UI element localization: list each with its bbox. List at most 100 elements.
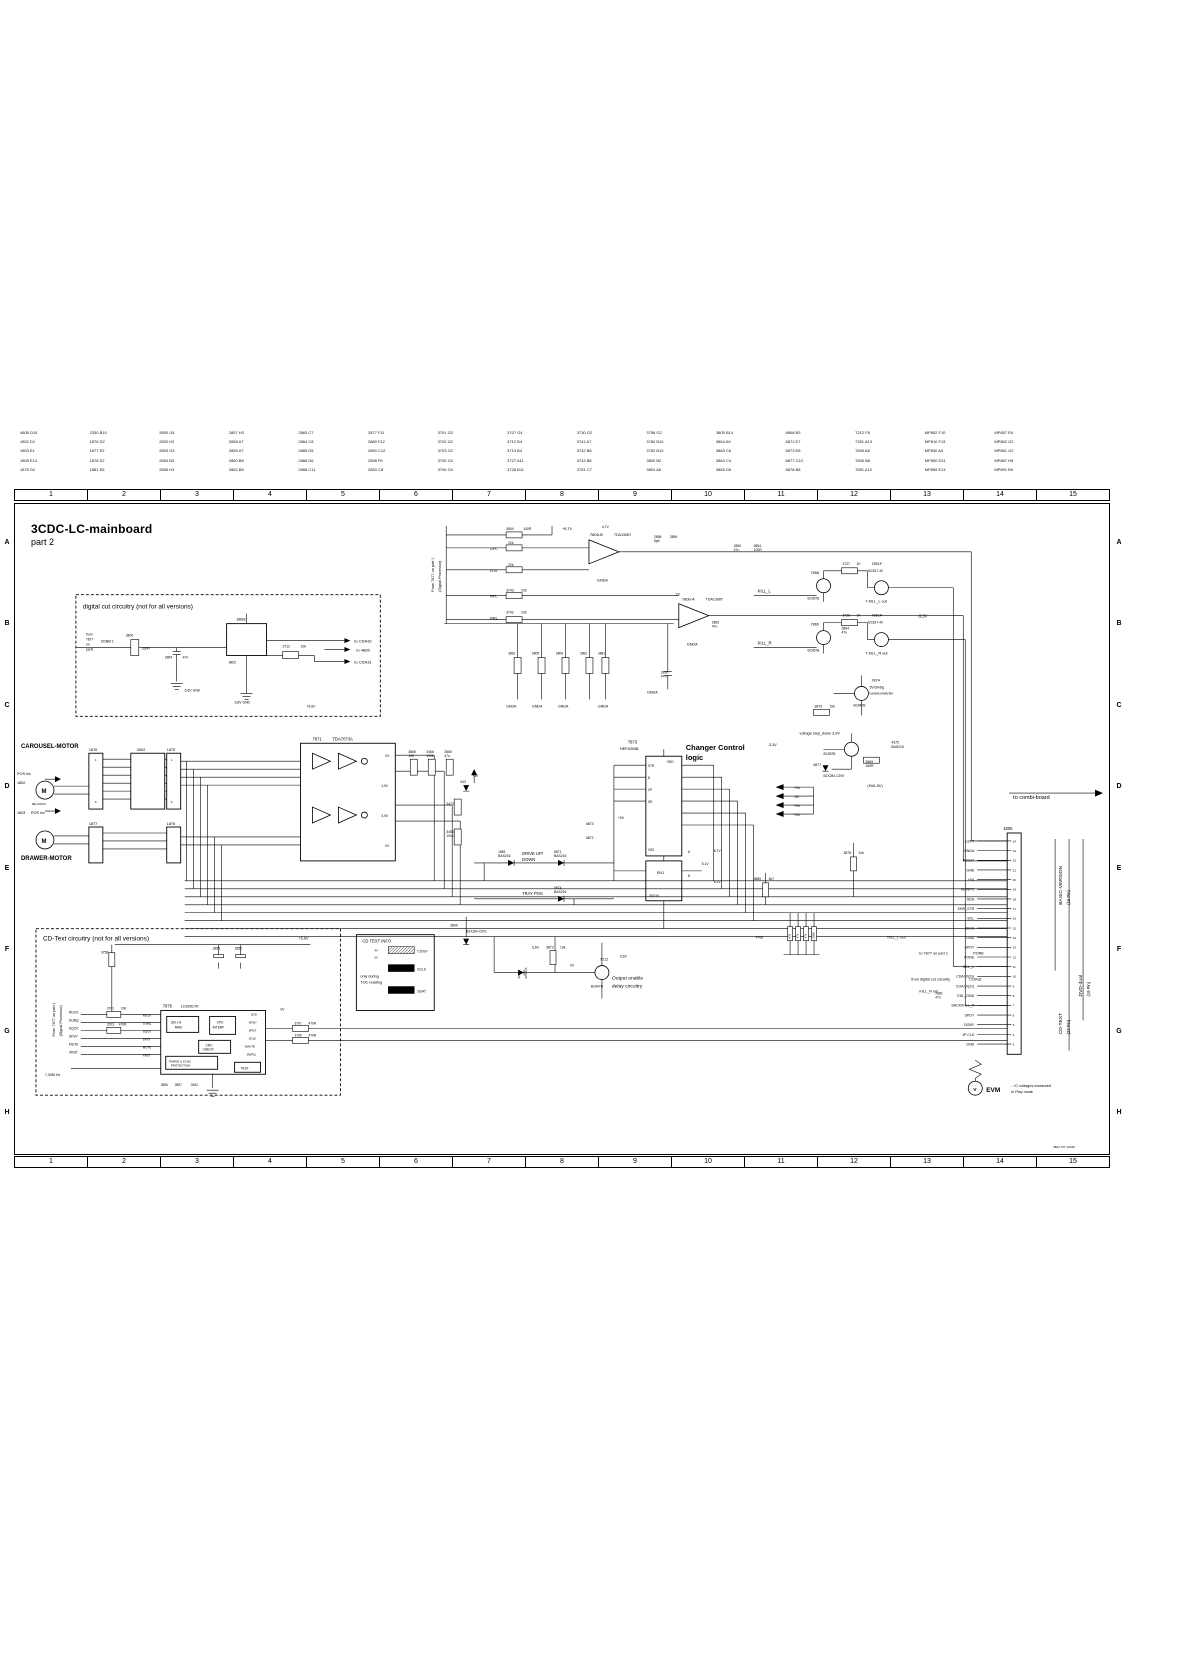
partlist-entry: 6873 E8 <box>785 448 801 454</box>
schematic-label: KILL_L out <box>887 936 906 940</box>
grid-column-number: 9 <box>599 1157 672 1167</box>
schematic-label: 4822 727 12345 <box>1053 1145 1075 1149</box>
partlist-entry: 3864 C4 <box>715 457 732 463</box>
schematic-label: 6806 <box>556 652 563 656</box>
schematic-label: 4,9V <box>381 784 388 788</box>
schematic-label: TEST <box>241 1066 249 1070</box>
partlist-entry: 2854 B3 <box>159 457 175 463</box>
schematic-label: 3804 <box>506 527 514 531</box>
schematic-label: 6805 <box>532 652 539 656</box>
schematic-label: 47u <box>734 548 740 552</box>
schematic-label: 7861F <box>871 614 882 618</box>
schematic-label: 3712 <box>283 645 291 649</box>
partlist-entry: 3742 B6 <box>576 448 592 454</box>
schematic-label: 5,6V <box>620 955 628 959</box>
grid-row-letter: D <box>1116 783 1122 791</box>
schematic-label: DOBM 1 <box>101 640 114 644</box>
schematic-label: BC817-40 <box>868 621 883 625</box>
schematic-label: XRST <box>69 1050 78 1054</box>
partlist-entry: 2830 C8 <box>367 466 384 472</box>
schematic-label: 10k <box>300 645 306 649</box>
partlist-entry: 2864 C8 <box>298 439 314 445</box>
schematic-label: 22k <box>508 541 514 545</box>
grid-column-number: 15 <box>1069 491 1077 498</box>
connector-pin-label: 9b INFO <box>961 888 975 892</box>
schematic-label: logic <box>686 753 703 762</box>
connector-pin-number: 14 <box>1013 936 1017 940</box>
schematic-label: SRDY <box>249 1020 257 1024</box>
schematic-label: 3881 <box>598 652 605 656</box>
evm-meter-icon <box>967 1080 983 1096</box>
schematic-label: to 4805 <box>356 648 370 653</box>
schematic-label: GNDA <box>558 704 569 708</box>
schematic-label: (23 Pin) <box>1066 1019 1071 1034</box>
schematic-label: GNDA <box>532 704 543 708</box>
schematic-label: digital cut circuitry (not for all versi… <box>83 604 193 611</box>
schematic-label: (19 Pin) <box>1086 981 1091 996</box>
schematic-label: COA32 <box>969 978 981 982</box>
schematic-label: 6 <box>171 800 173 804</box>
schematic-label: 3701 <box>107 1006 114 1010</box>
schematic-label: GNDA <box>647 690 658 694</box>
schematic-label: 7 KILL_L out <box>865 600 887 604</box>
partlist-entry: 6877 C10 <box>785 457 803 463</box>
schematic-label: -5V <box>794 795 800 799</box>
digital-cut-box <box>75 594 381 717</box>
schematic-label: 22k <box>521 611 527 615</box>
schematic-label: BC847B <box>853 703 865 707</box>
schematic-label: 5,1V <box>702 862 710 866</box>
schematic-label: +5V <box>618 816 625 820</box>
schematic-label: BC847B <box>591 985 603 989</box>
partlist-entry: 3854 A9 <box>715 439 731 445</box>
partlist-entry: 2330 B10 <box>89 430 107 435</box>
schematic-label: From 7877 on part 1 <box>52 1002 56 1036</box>
schematic-label: 1 <box>171 758 173 762</box>
partlist-entry: 1802 D1 <box>20 439 36 445</box>
connector-pin-label: DOBY <box>964 1023 975 1027</box>
connector-pin-number: 3 <box>1013 1042 1015 1046</box>
partlist-entry: 2850 G4 <box>159 430 175 435</box>
grid-column-number: 5 <box>307 490 380 500</box>
partlist-entry: MP891 B5 <box>994 466 1013 472</box>
connector-pin-number: 21 <box>1013 868 1017 872</box>
partlist-entry: 7851 A12 <box>855 466 873 472</box>
schematic-label: HEF4094B <box>620 747 639 751</box>
grid-row-letter: C <box>4 701 10 709</box>
schematic-label: SDAT <box>417 989 426 993</box>
schematic-label: Output enable <box>612 976 643 982</box>
connector-pin-label: SHR_STR <box>958 907 975 911</box>
partlist-entry: 3706 G4 <box>437 466 453 472</box>
schematic-label: 6,8V GND <box>185 688 201 692</box>
schematic-label: GNDA <box>598 704 609 708</box>
partlist-entry: MP855 E14 <box>924 466 946 472</box>
schematic-label: CD-Text circuitry (not for all versions) <box>43 936 149 943</box>
connector-pin-label: EDL_GND <box>957 994 974 998</box>
transistor-7858-icon <box>816 578 831 594</box>
schematic-label: 1803 <box>17 811 25 815</box>
partlist-entry: 1875 D2 <box>20 466 36 472</box>
schematic-label: 47k <box>804 933 808 938</box>
schematic-label: from <box>86 633 93 637</box>
partlist-entry: 3713 B4 <box>507 448 523 454</box>
schematic-label: 3863 <box>508 652 515 656</box>
schematic-label: 3873 <box>546 946 554 950</box>
opamp-7805-icon <box>588 539 620 565</box>
schematic-label: 7,39M Hz <box>45 1073 61 1077</box>
schematic-label: BC817-40 <box>868 569 883 573</box>
connector-pin-number: 20 <box>1013 878 1017 882</box>
schematic-label: TDA1308T <box>706 598 724 602</box>
partlist-entry: 2898 F6 <box>367 457 383 463</box>
schematic-label: SCLK <box>249 1036 257 1040</box>
schematic-components <box>35 539 983 1096</box>
schematic-label: 6872 <box>586 836 594 840</box>
schematic-blocks <box>35 594 1084 1096</box>
transistor-stepdown-icon <box>844 741 859 757</box>
partlist-entry: 1803 E1 <box>20 448 35 454</box>
partlist-entry: 7212 F8 <box>855 430 870 435</box>
schematic-label: DVD-dual <box>1078 975 1084 997</box>
board-subtitle: part 2 <box>31 537 55 547</box>
